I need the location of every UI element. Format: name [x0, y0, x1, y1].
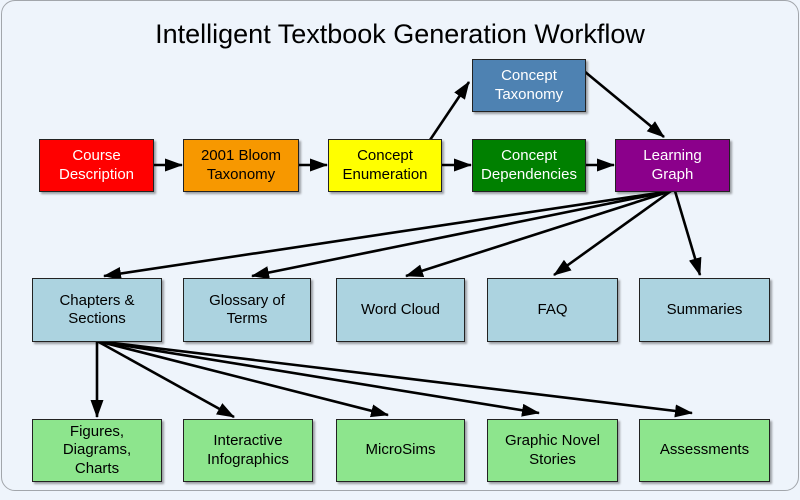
node-label-line: Learning [643, 147, 702, 164]
node-concept-enumeration: Concept Enumeration [328, 139, 442, 192]
node-concept-taxonomy: Concept Taxonomy [472, 59, 586, 112]
edge-taxonomy-to-learning-graph [583, 69, 665, 139]
node-label-line: Charts [74, 459, 120, 477]
node-assessments: Assessments [639, 419, 770, 482]
node-bloom-taxonomy: 2001 Bloom Taxonomy [183, 139, 299, 192]
node-label-line: Figures, [69, 422, 125, 440]
node-label-line: Concept [357, 147, 413, 164]
node-glossary-of-terms: Glossary of Terms [183, 278, 311, 342]
node-label-line: 2001 Bloom [200, 147, 282, 164]
edge-chapters-to-microsims [96, 339, 389, 418]
node-interactive-infographics: Interactive Infographics [183, 419, 313, 482]
node-learning-graph: Learning Graph [615, 139, 730, 192]
node-microsims: MicroSims [336, 419, 465, 482]
node-label-line: Description [58, 165, 135, 183]
node-label-line: Diagrams, [62, 441, 132, 459]
node-word-cloud: Word Cloud [336, 278, 465, 342]
node-label-line: Infographics [207, 450, 289, 468]
node-label-line: Graph [651, 165, 694, 183]
edge-learning-graph-to-glossary [251, 189, 672, 279]
edge-chapters-to-graphic-novel [96, 339, 540, 417]
node-figures-diagrams-charts: Figures, Diagrams, Charts [32, 419, 162, 482]
node-label-line: Graphic Novel [504, 432, 601, 449]
node-label-line: Summaries [666, 300, 743, 318]
node-label-line: Concept [501, 67, 557, 84]
node-label-line: FAQ [537, 300, 568, 318]
node-label-line: Concept [501, 147, 557, 164]
edge-learning-graph-to-faq [553, 189, 672, 277]
node-label-line: Terms [226, 310, 268, 327]
node-chapters-sections: Chapters & Sections [32, 278, 162, 342]
edge-enumeration-to-taxonomy [428, 81, 471, 141]
node-summaries: Summaries [639, 278, 770, 342]
node-label-line: Taxonomy [206, 165, 276, 183]
edge-learning-graph-to-summaries [673, 190, 702, 276]
node-label-line: Sections [68, 310, 126, 327]
node-label-line: Enumeration [342, 165, 428, 183]
node-faq: FAQ [487, 278, 618, 342]
node-label-line: Chapters & [59, 291, 135, 309]
diagram-title: Intelligent Textbook Generation Workflow [155, 19, 645, 49]
node-label-line: Word Cloud [361, 300, 440, 318]
node-label-line: Course [72, 147, 121, 164]
node-label-line: Interactive [213, 432, 283, 449]
edge-chapters-to-assessments [96, 339, 693, 418]
node-label-line: Stories [529, 450, 576, 468]
edge-learning-graph-to-word-cloud [405, 189, 672, 278]
node-concept-dependencies: Concept Dependencies [472, 139, 586, 192]
node-label-line: Assessments [659, 441, 750, 459]
node-label-line: Taxonomy [494, 85, 564, 103]
node-label-line: MicroSims [365, 441, 436, 459]
edge-learning-graph-to-chapters [103, 189, 672, 280]
node-label-line: Dependencies [481, 165, 577, 183]
node-label-line: Glossary of [209, 291, 285, 309]
edge-chapters-to-infographics [96, 339, 235, 419]
node-course-description: Course Description [39, 139, 154, 192]
node-graphic-novel-stories: Graphic Novel Stories [487, 419, 618, 482]
